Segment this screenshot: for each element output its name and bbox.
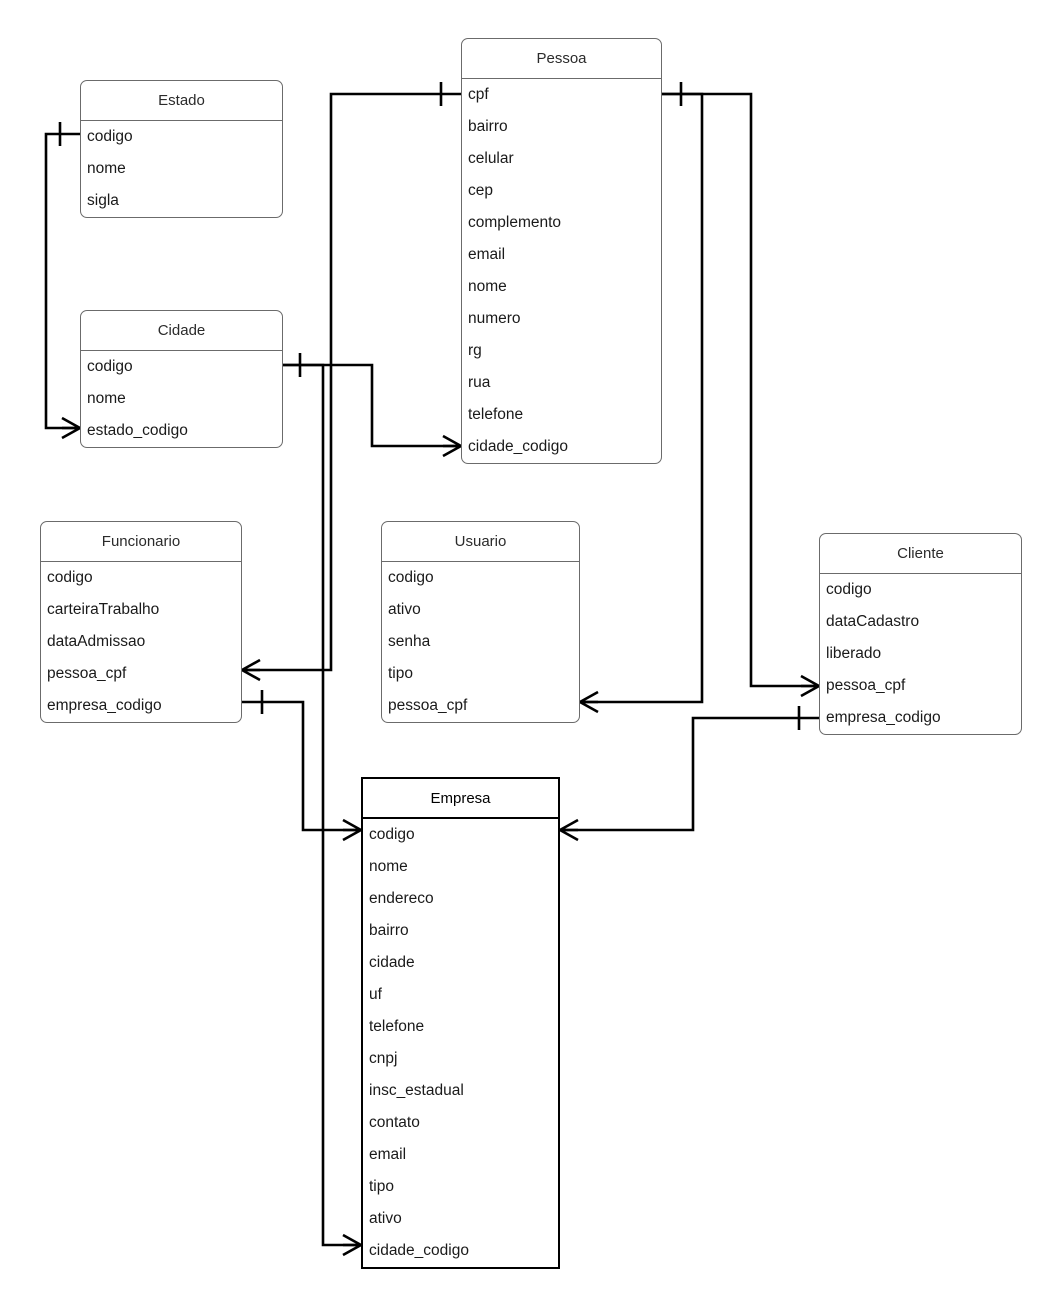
attribute-row[interactable]: email — [369, 1146, 407, 1163]
entity-cliente[interactable]: Cliente codigo dataCadastro liberado pessoa_… — [819, 533, 1022, 735]
attribute-row[interactable]: insc_estadual — [369, 1082, 464, 1099]
attribute-row[interactable]: ativo — [369, 1210, 402, 1227]
attribute-row[interactable]: contato — [369, 1114, 420, 1131]
attribute-row[interactable]: nome — [87, 390, 126, 407]
attribute-row[interactable]: nome — [369, 858, 408, 875]
entity-title-cidade: Cidade — [81, 311, 282, 351]
crowfoot-cidade-estado-codigo — [61, 416, 81, 440]
crowfoot-usuario-pessoa-cpf — [579, 690, 599, 714]
entity-pessoa[interactable]: Pessoa cpf bairro celular cep complemento emai… — [461, 38, 662, 464]
attribute-row[interactable]: sigla — [87, 192, 119, 209]
attribute-list-usuario: codigo ativo senha tipo pessoa_cpf — [382, 562, 579, 722]
attribute-row[interactable]: complemento — [468, 214, 562, 231]
attribute-row[interactable]: empresa_codigo — [826, 709, 941, 726]
attribute-row[interactable]: codigo — [388, 569, 434, 586]
crowfoot-cliente-pessoa-cpf — [800, 674, 820, 698]
attribute-row[interactable]: codigo — [369, 826, 415, 843]
attribute-row[interactable]: rua — [468, 374, 491, 391]
attribute-row[interactable]: rg — [468, 342, 482, 359]
attribute-row[interactable]: cidade_codigo — [468, 438, 568, 455]
entity-funcionario[interactable]: Funcionario codigo carteiraTrabalho dataAdm… — [40, 521, 242, 723]
attribute-row[interactable]: email — [468, 246, 506, 263]
entity-empresa[interactable]: Empresa codigo nome endereco bairro cidade uf t… — [361, 777, 560, 1269]
connector-cidade-pessoa — [283, 353, 462, 458]
attribute-row[interactable]: nome — [468, 278, 507, 295]
attribute-row[interactable]: cidade — [369, 954, 415, 971]
attribute-row[interactable]: dataCadastro — [826, 613, 920, 630]
entity-title-cliente: Cliente — [820, 534, 1021, 574]
attribute-row[interactable]: telefone — [468, 406, 524, 423]
attribute-list-funcionario: codigo carteiraTrabalho dataAdmissao pessoa… — [41, 562, 241, 722]
attribute-row[interactable]: cpf — [468, 86, 489, 103]
connector-funcionario-empresa — [242, 690, 362, 842]
attribute-row[interactable]: codigo — [47, 569, 93, 586]
connector-pessoa-cliente — [662, 92, 820, 698]
connector-estado-cidade — [44, 122, 81, 440]
attribute-row[interactable]: carteiraTrabalho — [47, 601, 160, 618]
attribute-row[interactable]: codigo — [87, 128, 133, 145]
attribute-row[interactable]: bairro — [468, 118, 508, 135]
entity-cidade[interactable]: Cidade codigo nome estado_codigo — [80, 310, 283, 448]
crowfoot-empresa-codigo-funcionario — [342, 818, 362, 842]
attribute-row[interactable]: celular — [468, 150, 514, 167]
attribute-list-pessoa: cpf bairro celular cep complemento email nome n… — [462, 79, 661, 463]
attribute-row[interactable]: dataAdmissao — [47, 633, 146, 650]
attribute-row[interactable]: liberado — [826, 645, 882, 662]
attribute-row[interactable]: ativo — [388, 601, 421, 618]
entity-title-empresa: Empresa — [363, 779, 558, 819]
entity-title-pessoa: Pessoa — [462, 39, 661, 79]
attribute-list-cidade: codigo nome estado_codigo — [81, 351, 282, 447]
attribute-row[interactable]: pessoa_cpf — [47, 665, 127, 682]
attribute-row[interactable]: nome — [87, 160, 126, 177]
attribute-row[interactable]: tipo — [369, 1178, 394, 1195]
attribute-row[interactable]: cep — [468, 182, 493, 199]
entity-estado[interactable]: Estado codigo nome sigla — [80, 80, 283, 218]
attribute-row[interactable]: numero — [468, 310, 521, 327]
attribute-row[interactable]: codigo — [87, 358, 133, 375]
attribute-row[interactable]: tipo — [388, 665, 413, 682]
attribute-row[interactable]: pessoa_cpf — [826, 677, 906, 694]
attribute-row[interactable]: codigo — [826, 581, 872, 598]
crowfoot-empresa-codigo-cliente — [559, 818, 579, 842]
connector-cliente-empresa — [559, 706, 819, 842]
attribute-row[interactable]: cnpj — [369, 1050, 398, 1067]
attribute-row[interactable]: bairro — [369, 922, 409, 939]
entity-title-funcionario: Funcionario — [41, 522, 241, 562]
entity-usuario[interactable]: Usuario codigo ativo senha tipo pessoa_cpf — [381, 521, 580, 723]
crowfoot-pessoa-cidade-codigo — [442, 434, 462, 458]
connector-cidade-empresa — [283, 363, 362, 1257]
attribute-row[interactable]: estado_codigo — [87, 422, 188, 439]
attribute-row[interactable]: telefone — [369, 1018, 425, 1035]
attribute-list-estado: codigo nome sigla — [81, 121, 282, 217]
attribute-list-empresa: codigo nome endereco bairro cidade uf telefone… — [363, 819, 558, 1267]
crowfoot-empresa-cidade-codigo — [342, 1233, 362, 1257]
attribute-row[interactable]: pessoa_cpf — [388, 697, 468, 714]
attribute-row[interactable]: senha — [388, 633, 431, 650]
crowfoot-funcionario-pessoa-cpf — [241, 658, 261, 682]
attribute-row[interactable]: cidade_codigo — [369, 1242, 469, 1259]
attribute-row[interactable]: endereco — [369, 890, 434, 907]
entity-title-usuario: Usuario — [382, 522, 579, 562]
attribute-row[interactable]: empresa_codigo — [47, 697, 162, 714]
entity-title-estado: Estado — [81, 81, 282, 121]
attribute-row[interactable]: uf — [369, 986, 382, 1003]
